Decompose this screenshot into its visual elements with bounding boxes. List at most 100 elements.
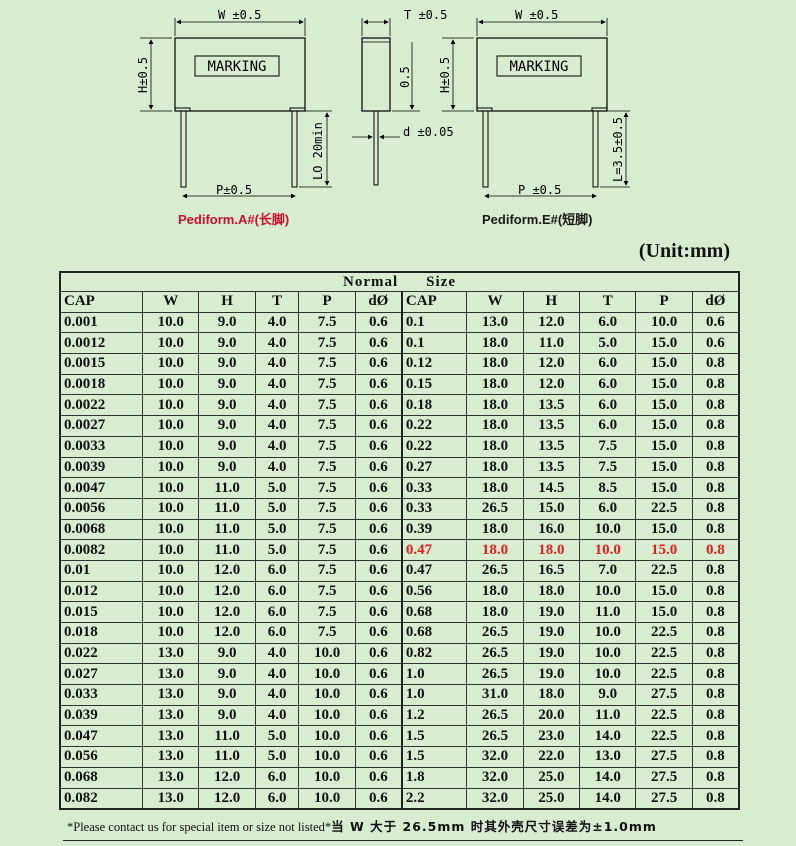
table-cell: 10.0: [579, 518, 637, 541]
table-cell: 0.6: [354, 373, 403, 396]
table-cell: 13.0: [142, 746, 200, 768]
table-cell: 7.5: [298, 622, 356, 644]
table-cell: 9.0: [198, 704, 256, 727]
table-cell: 0.39: [400, 518, 468, 541]
table-cell: 11.0: [198, 746, 256, 768]
table-cell: 4.0: [254, 704, 300, 727]
table-cell: 7.5: [298, 311, 356, 334]
table-cell: 13.0: [579, 746, 637, 768]
table-cell: 12.0: [198, 559, 256, 582]
table-cell: 18.0: [466, 435, 524, 458]
table-cell: 0.6: [354, 332, 403, 355]
table-cell: 4.0: [254, 353, 300, 375]
table-cell: 12.0: [198, 787, 256, 810]
table-cell: 6.0: [579, 373, 637, 396]
table-cell: 1.0: [400, 663, 468, 686]
table-cell: 0.1: [400, 311, 468, 334]
table-cell: 5.0: [254, 497, 300, 520]
table-cell: 9.0: [579, 684, 637, 706]
table-cell: 13.5: [522, 394, 581, 417]
table-cell: 0.8: [691, 663, 740, 686]
table-cell: 18.0: [466, 518, 524, 541]
table-cell: 4.0: [254, 415, 300, 437]
table-cell: 18.0: [522, 684, 581, 706]
marking-label-e: MARKING: [509, 59, 568, 75]
table-cell: 18.0: [522, 539, 581, 561]
table-cell: 0.6: [354, 684, 403, 706]
table-cell: 18.0: [466, 353, 524, 375]
table-cell: 0.12: [400, 353, 468, 375]
table-cell: 16.0: [522, 518, 581, 541]
table-cell: 27.5: [635, 787, 693, 810]
table-cell: 6.0: [579, 394, 637, 417]
table-cell: 0.6: [354, 746, 403, 768]
table-cell: 19.0: [522, 642, 581, 665]
table-cell: 0.6: [354, 456, 403, 479]
marking-label-a: MARKING: [207, 59, 266, 75]
table-cell: 10.0: [142, 373, 200, 396]
table-cell: 0.22: [400, 415, 468, 437]
table-cell: 0.8: [691, 477, 740, 499]
table-cell: 0.01: [59, 559, 144, 582]
table-cell: 11.0: [198, 477, 256, 499]
table-cell: 0.0027: [59, 415, 144, 437]
dim-p-e: P ±0.5: [518, 183, 561, 197]
column-header: P: [635, 291, 693, 313]
table-cell: 13.0: [142, 725, 200, 748]
table-cell: 4.0: [254, 456, 300, 479]
table-title-word: Normal: [343, 274, 399, 290]
table-cell: 0.18: [400, 394, 468, 417]
table-cell: 4.0: [254, 684, 300, 706]
table-cell: 19.0: [522, 601, 581, 623]
table-cell: 0.0068: [59, 518, 144, 541]
table-cell: 15.0: [635, 456, 693, 479]
table-cell: 8.5: [579, 477, 637, 499]
table-cell: 25.0: [522, 766, 581, 789]
table-cell: 6.0: [579, 311, 637, 334]
table-cell: 0.47: [400, 539, 468, 561]
table-cell: 0.8: [691, 746, 740, 768]
table-cell: 14.5: [522, 477, 581, 499]
table-cell: 0.47: [400, 559, 468, 582]
table-cell: 27.5: [635, 766, 693, 789]
table-cell: 10.0: [579, 642, 637, 665]
table-cell: 26.5: [466, 559, 524, 582]
column-header: T: [579, 291, 637, 313]
column-header: W: [466, 291, 524, 313]
table-cell: 11.0: [198, 725, 256, 748]
dimension-drawings: MARKING W ±0.5 H±0.5 LO 20min P±0.5: [0, 0, 796, 240]
table-cell: 6.0: [254, 622, 300, 644]
table-cell: 10.0: [142, 580, 200, 603]
table-cell: 10.0: [142, 311, 200, 334]
table-cell: 0.68: [400, 601, 468, 623]
footnote-zh: 当 W 大于 26.5mm 时其外壳尺寸误差为±1.0mm: [331, 819, 657, 834]
capacitor-body-a: [174, 37, 306, 112]
table-cell: 11.0: [522, 332, 581, 355]
table-cell: 18.0: [466, 394, 524, 417]
table-cell: 4.0: [254, 311, 300, 334]
table-cell: 0.6: [354, 787, 403, 810]
table-cell: 9.0: [198, 642, 256, 665]
footnote-en: *Please contact us for special item or s…: [67, 820, 332, 834]
table-cell: 0.6: [354, 435, 403, 458]
table-cell: 5.0: [254, 477, 300, 499]
table-cell: 12.0: [522, 373, 581, 396]
table-cell: 22.5: [635, 663, 693, 686]
table-cell: 13.5: [522, 435, 581, 458]
table-cell: 0.68: [400, 622, 468, 644]
table-cell: 0.6: [691, 311, 740, 334]
dim-l-e: L=3.5±0.5: [611, 117, 625, 182]
table-cell: 26.5: [466, 663, 524, 686]
capacitor-side-body: [361, 37, 391, 112]
table-cell: 7.5: [298, 415, 356, 437]
column-header: dØ: [354, 291, 403, 313]
table-cell: 0.022: [59, 642, 144, 665]
